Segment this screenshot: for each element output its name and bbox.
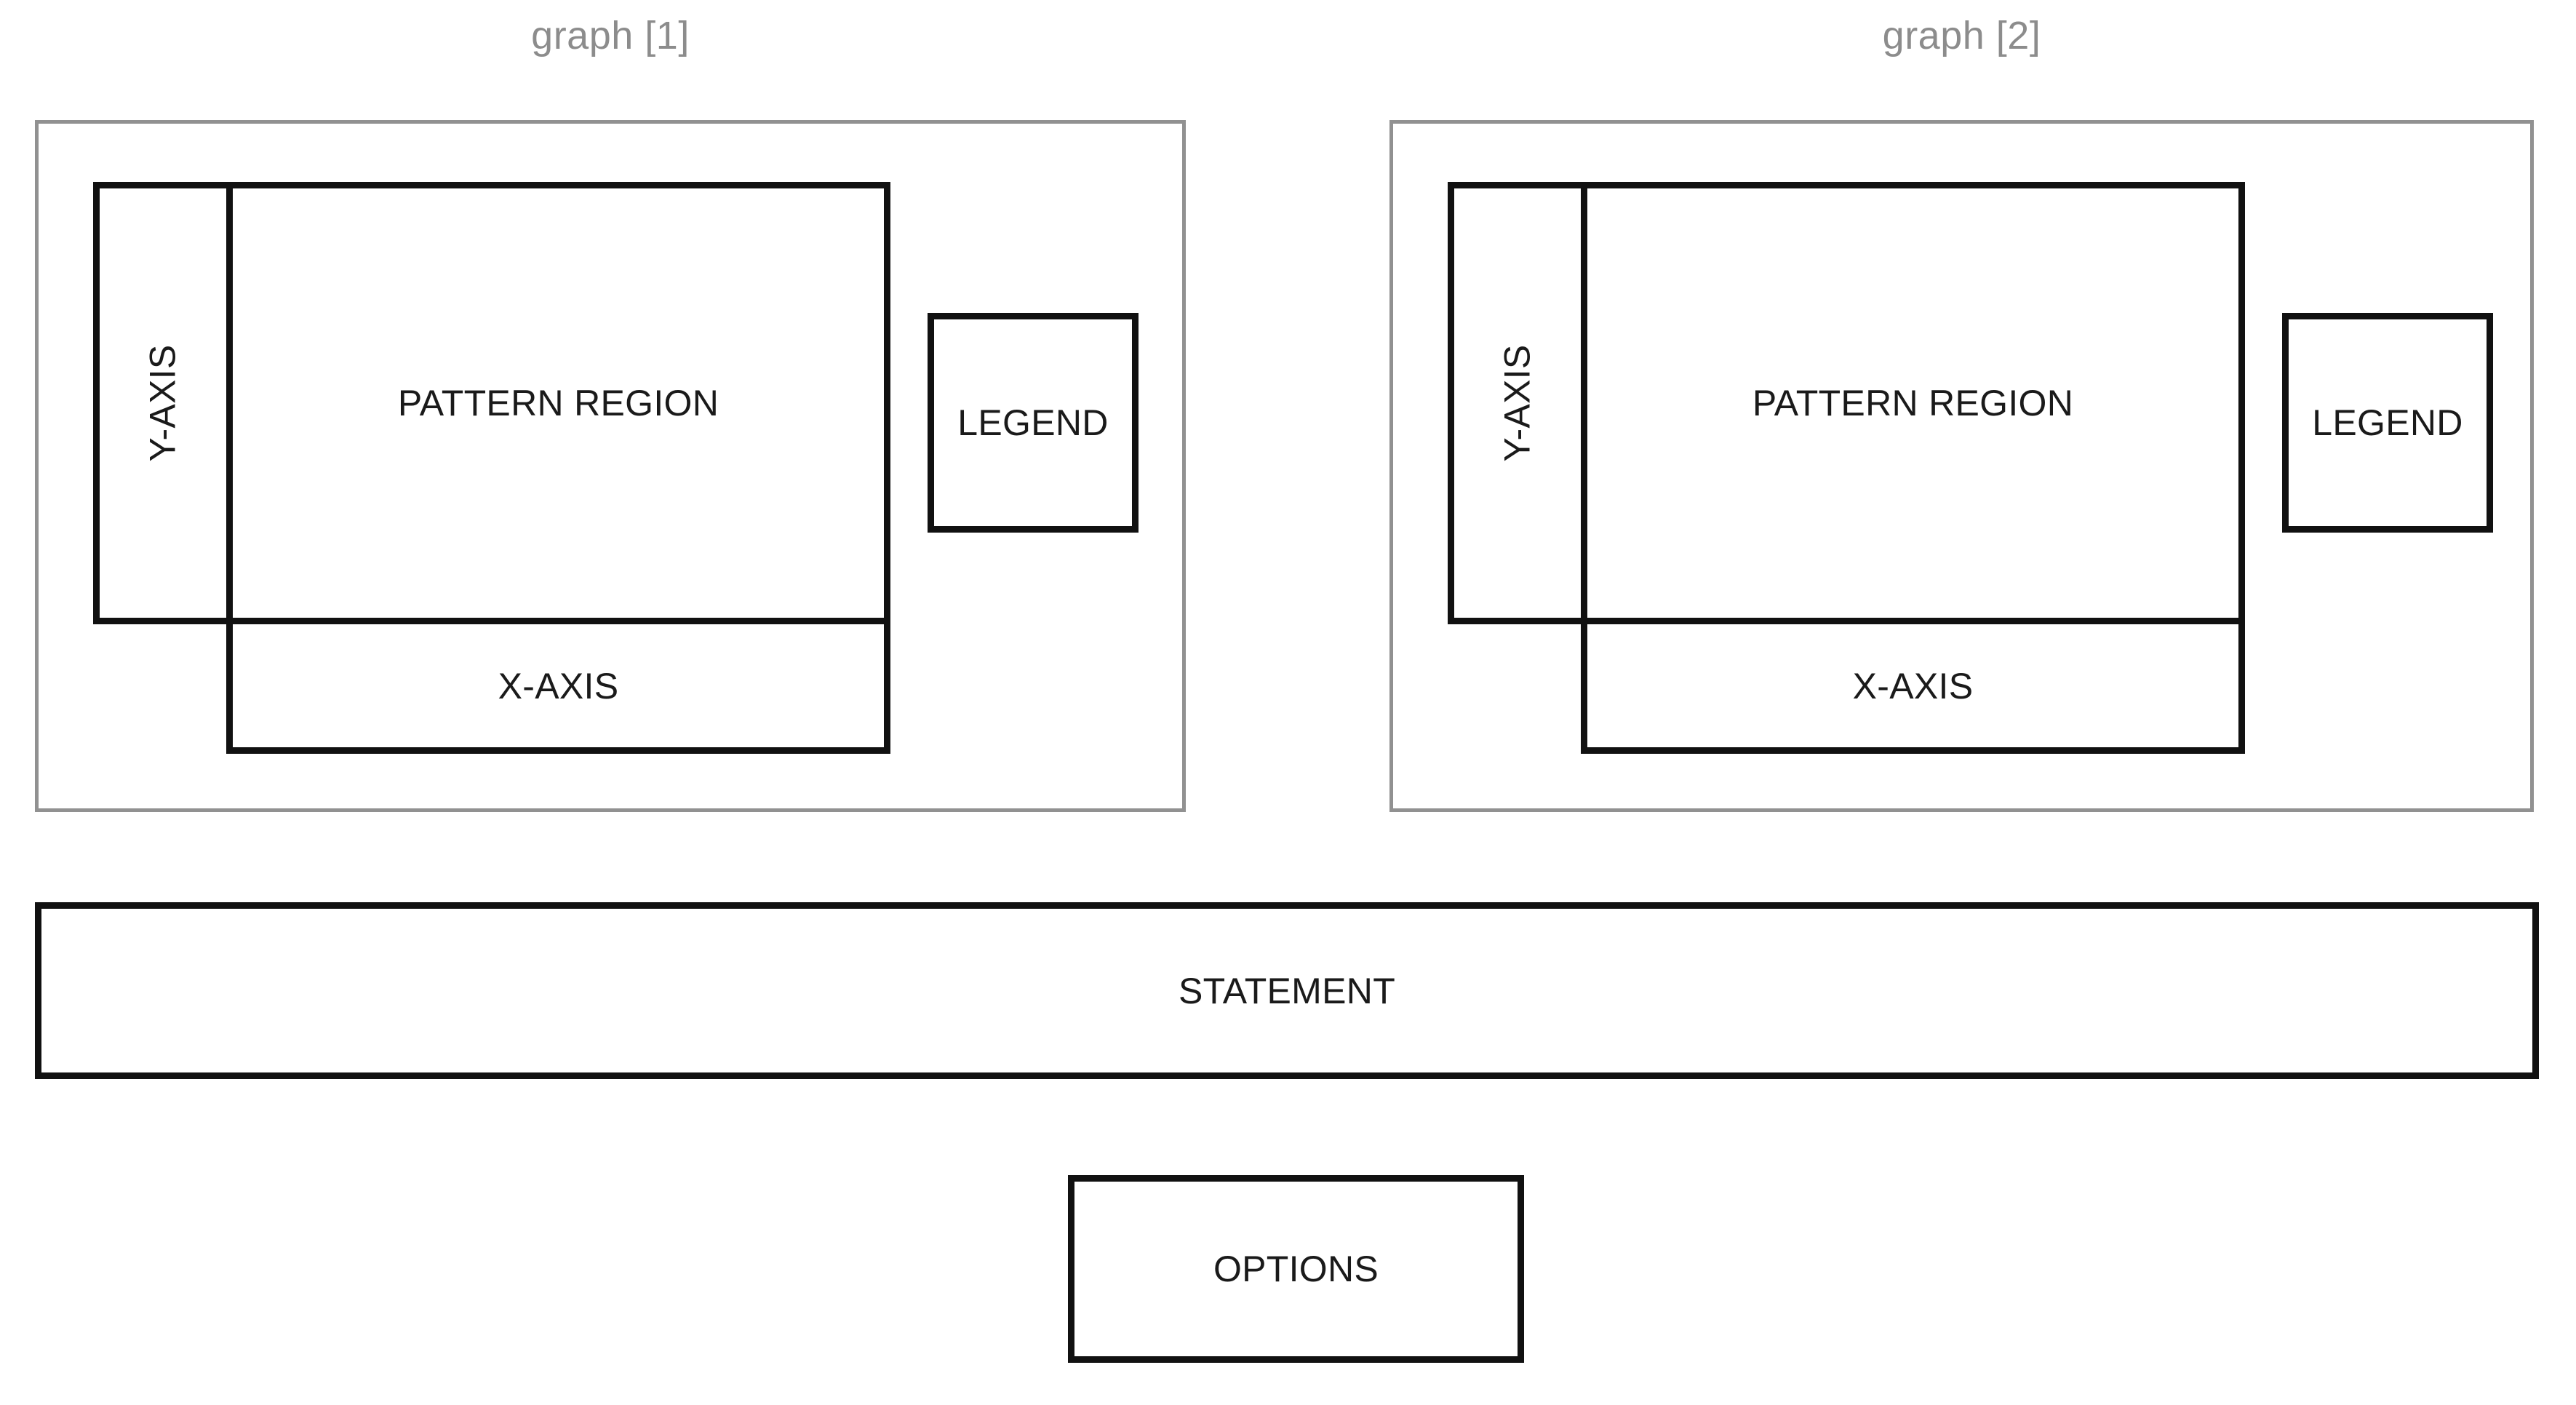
graph-1-panel[interactable]: Y-AXIS PATTERN REGION X-AXIS LEGEND [35,120,1186,812]
graph-2-y-axis-label: Y-AXIS [1497,344,1538,462]
graph-2-legend-box[interactable]: LEGEND [2282,313,2493,533]
graph-2-pattern-region-label: PATTERN REGION [1752,383,2074,423]
graph-1-legend-label: LEGEND [957,402,1109,443]
graph-2-title: graph [2] [1882,14,2041,57]
graph-1-y-axis-box[interactable]: Y-AXIS [93,182,233,624]
graph-1-y-axis-label: Y-AXIS [143,344,183,462]
graph-2-panel[interactable]: Y-AXIS PATTERN REGION X-AXIS LEGEND [1389,120,2534,812]
graph-2-legend-label: LEGEND [2312,402,2463,443]
options-label: OPTIONS [1213,1249,1379,1289]
graph-1-legend-box[interactable]: LEGEND [928,313,1139,533]
statement-label: STATEMENT [1178,970,1396,1011]
graph-1-pattern-region-label: PATTERN REGION [397,383,719,423]
graph-1-x-axis-box[interactable]: X-AXIS [226,618,890,754]
graph-2-y-axis-box[interactable]: Y-AXIS [1448,182,1587,624]
graph-1-x-axis-label: X-AXIS [498,665,619,707]
options-button[interactable]: OPTIONS [1068,1175,1524,1363]
graph-2-pattern-region-box[interactable]: PATTERN REGION [1581,182,2245,624]
statement-box[interactable]: STATEMENT [35,902,2539,1079]
graph-2-x-axis-box[interactable]: X-AXIS [1581,618,2245,754]
graph-1-title: graph [1] [531,14,690,57]
graph-1-pattern-region-box[interactable]: PATTERN REGION [226,182,890,624]
graph-2-x-axis-label: X-AXIS [1852,665,1974,707]
